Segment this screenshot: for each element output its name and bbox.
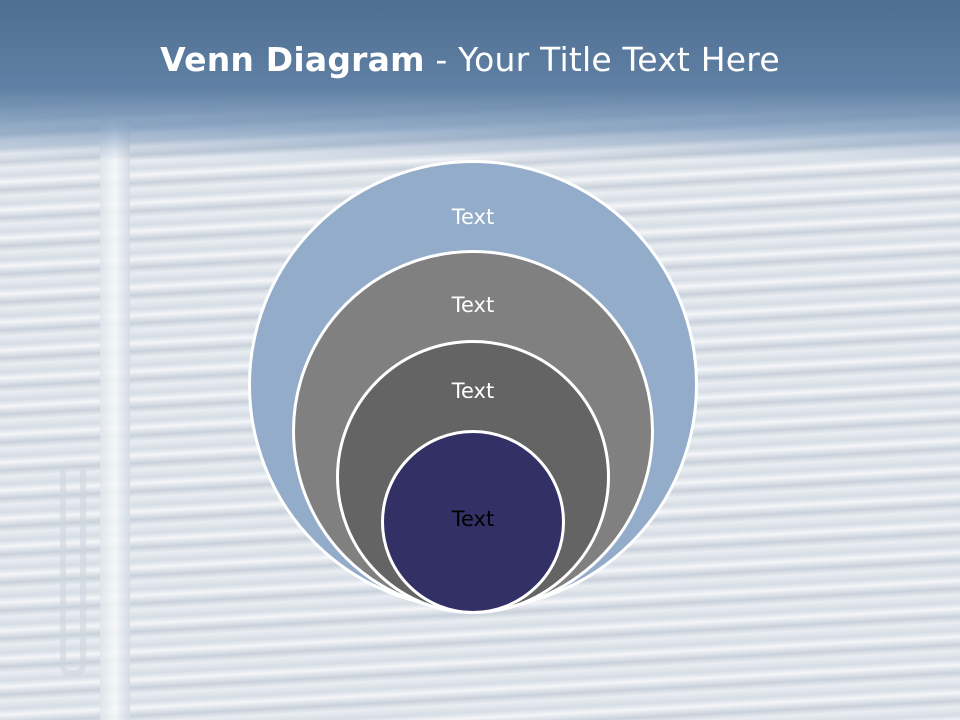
venn-circle-outer-label: Text: [451, 205, 495, 229]
venn-circle-second-label: Text: [451, 293, 495, 317]
title-rest: - Your Title Text Here: [424, 40, 780, 79]
window-handle: [60, 470, 86, 676]
header-band: [0, 0, 960, 160]
venn-circle-inner-label: Text: [451, 507, 495, 531]
window-frame: [100, 120, 130, 720]
venn-circle-inner: Text: [381, 430, 565, 614]
venn-circle-third-label: Text: [451, 379, 495, 403]
title-bold: Venn Diagram: [160, 40, 425, 79]
slide-title: Venn Diagram - Your Title Text Here: [0, 40, 940, 79]
